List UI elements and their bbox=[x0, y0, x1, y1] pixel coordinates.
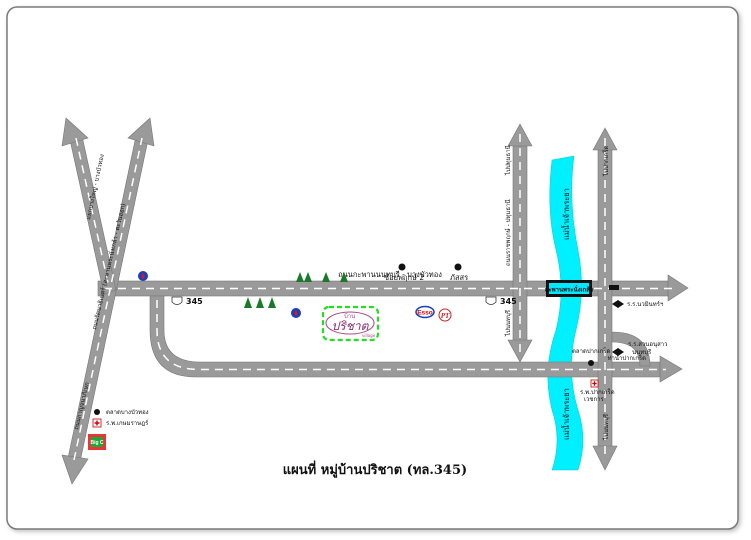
route-shield-right-icon bbox=[485, 296, 497, 305]
route-shield-left-icon bbox=[171, 296, 183, 305]
road-centre-lines bbox=[73, 134, 674, 461]
right-road-bottom-label: ไปนนทบุรี bbox=[504, 309, 512, 337]
lower-road-label: ท่าน้ำปากเกร็ด bbox=[608, 352, 647, 362]
tree-icon bbox=[304, 272, 312, 282]
tree-icon bbox=[244, 297, 252, 308]
pattara-label: ภัสสร bbox=[450, 273, 468, 282]
bigc-logo: Big C bbox=[88, 434, 106, 450]
pt-logo: PT bbox=[438, 308, 452, 322]
gas-station-icon bbox=[291, 308, 301, 318]
trees-bottom bbox=[244, 297, 276, 308]
pt-text: PT bbox=[441, 312, 450, 320]
far-right-top-label: ไปปากเกร็ด bbox=[601, 145, 610, 177]
school-right-label: ร.ร.นวมินทร์ฯ bbox=[627, 300, 663, 308]
bridge: สะพานพระนั่งเกล้า bbox=[545, 280, 593, 297]
esso-text: Esso bbox=[417, 310, 433, 317]
hospital-right2-label: เวชการ bbox=[584, 396, 604, 403]
school-right2-icon bbox=[612, 348, 624, 356]
market-right-icon bbox=[588, 360, 594, 366]
tree-icon bbox=[296, 272, 304, 282]
main-road-label: ถนนกะพานนนทบุรี - บางบัวทอง bbox=[338, 270, 442, 279]
school-right2b-label: นนทบุรี bbox=[632, 348, 652, 356]
vert-road-left bbox=[512, 145, 528, 345]
connector-right bbox=[611, 331, 651, 367]
soi-label: ซ้อยพฤกษ์ 2 bbox=[384, 273, 424, 282]
lower-road-arrow bbox=[659, 355, 683, 383]
route-number-right: 345 bbox=[500, 297, 517, 306]
river bbox=[547, 155, 584, 471]
tree-icon bbox=[268, 297, 276, 308]
market-left-icon bbox=[94, 409, 100, 415]
project-marker: บ้าน ปริชาต village bbox=[321, 305, 380, 342]
project-prefix: บ้าน bbox=[344, 313, 355, 320]
traffic-light-icon bbox=[609, 285, 619, 290]
soi-marker-icon bbox=[398, 263, 406, 271]
trees-top bbox=[296, 272, 348, 282]
market-left-label: ตลาดบางบัวทอง bbox=[106, 409, 149, 416]
school-right2a-label: ร.ร.สวนอนุสาว bbox=[628, 341, 668, 348]
bigc-text: Big C bbox=[90, 440, 103, 446]
left-road-diag-b-arrow bbox=[61, 117, 89, 147]
gas-station-icon bbox=[138, 271, 148, 281]
hospital-right-label: ร.พ.ปากเกร็ด bbox=[580, 387, 615, 396]
far-right-bottom-label: ไปนนทบุรี bbox=[602, 413, 610, 441]
map-title: แผนที่ หมู่บ้านปริชาต (ทล.345) bbox=[283, 460, 467, 478]
hospital-left-icon bbox=[92, 418, 102, 428]
project-name: ปริชาต bbox=[332, 319, 370, 333]
river-label-lower: แม่น้ำเจ้าพระยา bbox=[561, 388, 571, 440]
bridge-label: สะพานพระนั่งเกล้า bbox=[545, 285, 593, 294]
tree-icon bbox=[322, 272, 330, 282]
route-number-left: 345 bbox=[186, 297, 203, 306]
esso-logo: Esso bbox=[415, 305, 435, 319]
river-label-upper: แม่น้ำเจ้าพระยา bbox=[561, 188, 571, 240]
project-sub: village bbox=[362, 333, 376, 338]
pattara-marker-icon bbox=[454, 263, 462, 271]
tree-icon bbox=[340, 272, 348, 282]
hospital-right-icon bbox=[590, 379, 599, 388]
right-road-top-label: ถนนราชพฤกษ์ - ปทุมธานี bbox=[504, 199, 512, 266]
school-right-icon bbox=[612, 300, 624, 308]
right-road-top2-label: ไปปทุมธานี bbox=[504, 145, 512, 176]
market-right-label: ตลาดปากเกร็ด bbox=[572, 346, 611, 355]
hospital-left-label: ร.พ.เกษมราษฎร์ bbox=[106, 419, 149, 427]
tree-icon bbox=[256, 297, 264, 308]
